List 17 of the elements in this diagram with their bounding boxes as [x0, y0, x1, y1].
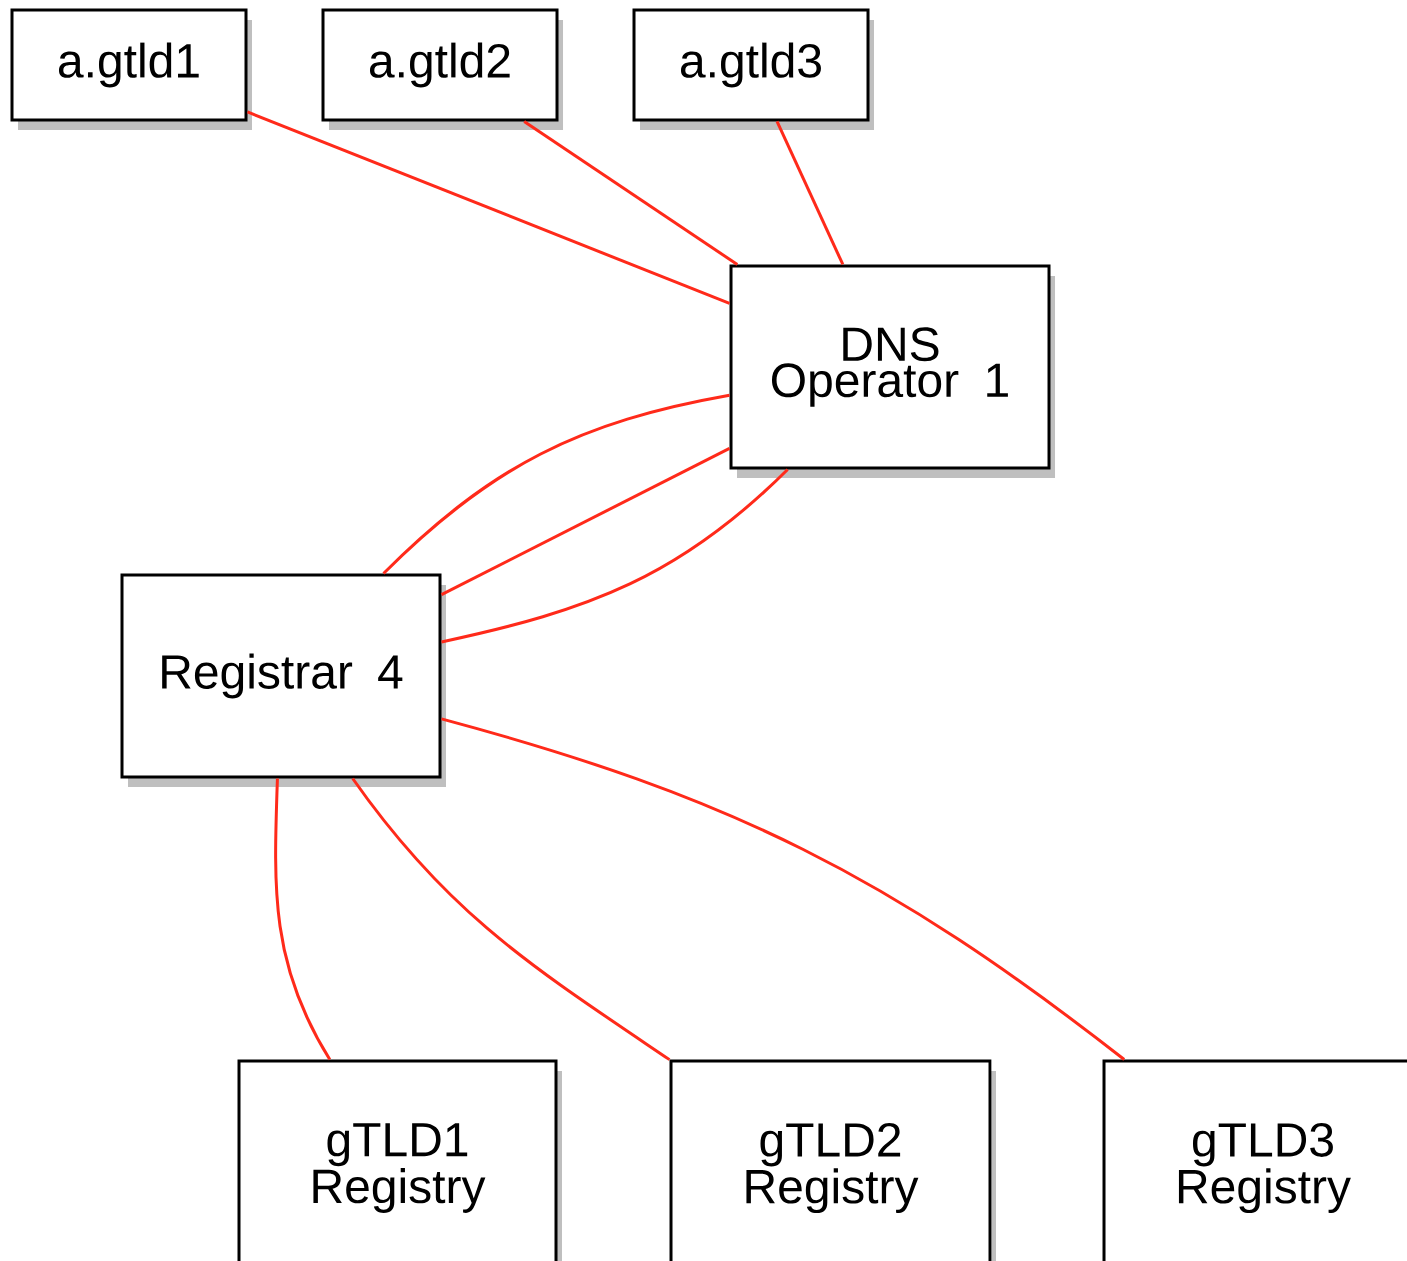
connector-line	[246, 110, 731, 305]
connector-line	[382, 393, 730, 575]
node-box: a.gtld1	[10, 8, 252, 130]
process-box: Registrar 4	[120, 573, 446, 787]
process-box: gTLD1 Registry	[237, 1059, 562, 1261]
connector-line	[440, 447, 731, 596]
node-box: a.gtld2	[321, 8, 563, 130]
connector-line	[775, 120, 845, 266]
connector-line	[351, 777, 671, 1061]
connector-line	[274, 778, 332, 1061]
connector-line	[441, 717, 1126, 1061]
node-box: a.gtld3	[632, 8, 874, 130]
connector-line	[523, 120, 739, 266]
process-box: DNS Operator 1	[729, 264, 1055, 478]
process-box: gTLD3 Registry	[1102, 1059, 1407, 1261]
process-box: gTLD2 Registry	[669, 1059, 996, 1261]
connector-line	[441, 468, 789, 644]
